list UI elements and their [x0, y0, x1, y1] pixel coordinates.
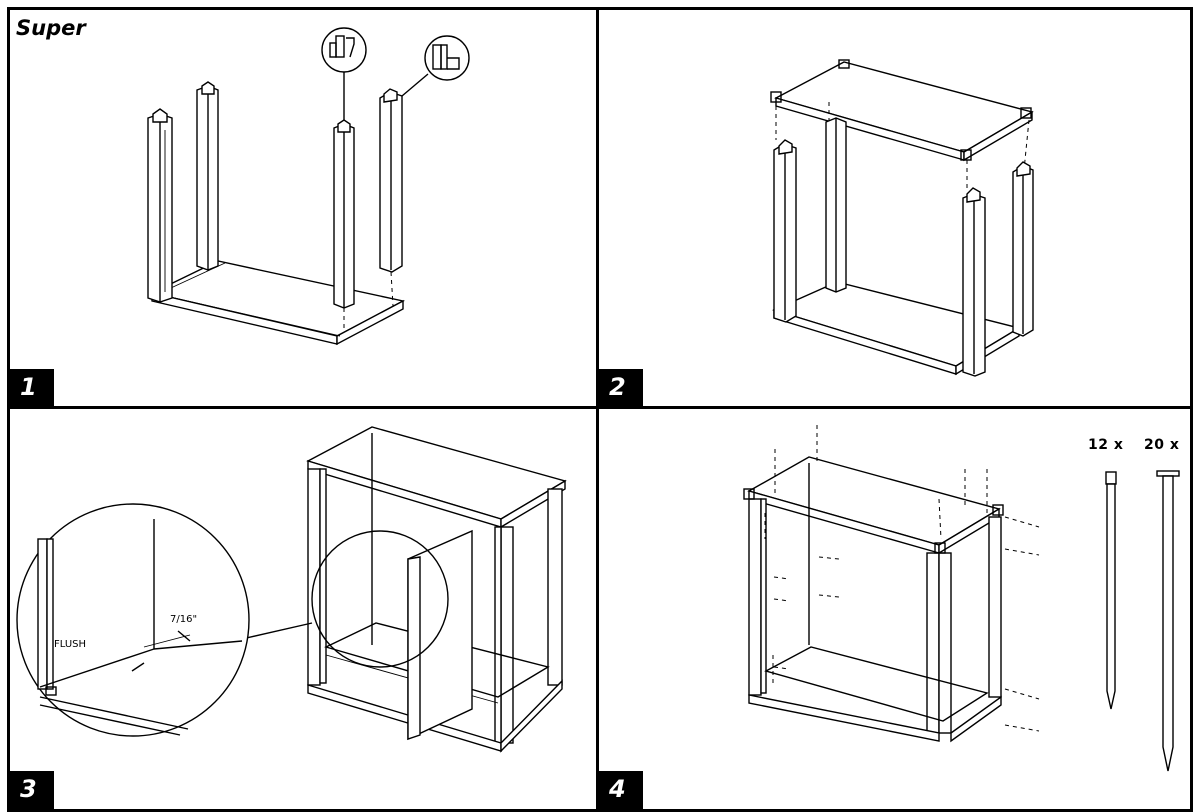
corner-detail-callout-1 — [321, 27, 367, 120]
step-number-badge: 2 — [599, 369, 643, 406]
nail-large-count: 20 x — [1144, 437, 1180, 453]
gap-measurement-label: 7/16" — [170, 614, 198, 625]
step-number-badge: 3 — [10, 771, 54, 809]
flush-label: FLUSH — [54, 639, 87, 650]
step-2-panel: 2 — [599, 7, 1193, 409]
corner-detail-callout-2 — [401, 35, 470, 97]
step-number-badge: 4 — [599, 771, 643, 809]
flush-detail-magnifier — [16, 503, 250, 737]
step-4-illustration — [743, 425, 1180, 772]
step-1-panel: Super — [7, 7, 599, 409]
nail-small-count: 12 x — [1088, 437, 1124, 453]
step-2-illustration — [770, 59, 1034, 377]
post-rear-right — [379, 88, 403, 307]
nail-guide-lines — [764, 425, 1040, 732]
frame-box — [306, 426, 567, 753]
base-board — [149, 260, 406, 346]
side-panel — [407, 529, 473, 741]
nail-small — [1105, 471, 1117, 710]
top-board — [770, 59, 1034, 162]
post-left-pair — [773, 117, 847, 323]
post-front-right — [962, 187, 986, 377]
step-3-panel: 7/16" FLUSH 3 — [7, 409, 599, 812]
post-rear-left — [196, 81, 219, 271]
step-4-panel: 12 x 20 x 4 — [599, 409, 1193, 812]
post-front-right — [333, 119, 355, 332]
step-1-illustration — [147, 27, 470, 346]
magnify-source-circle — [311, 530, 449, 668]
post-rear-right — [1012, 161, 1034, 337]
nail-large — [1156, 470, 1180, 772]
assembled-box — [743, 456, 1004, 743]
step-number-badge: 1 — [10, 369, 54, 406]
super-title: Super — [16, 16, 86, 40]
post-front-left — [147, 108, 173, 303]
step-3-illustration — [16, 426, 567, 753]
